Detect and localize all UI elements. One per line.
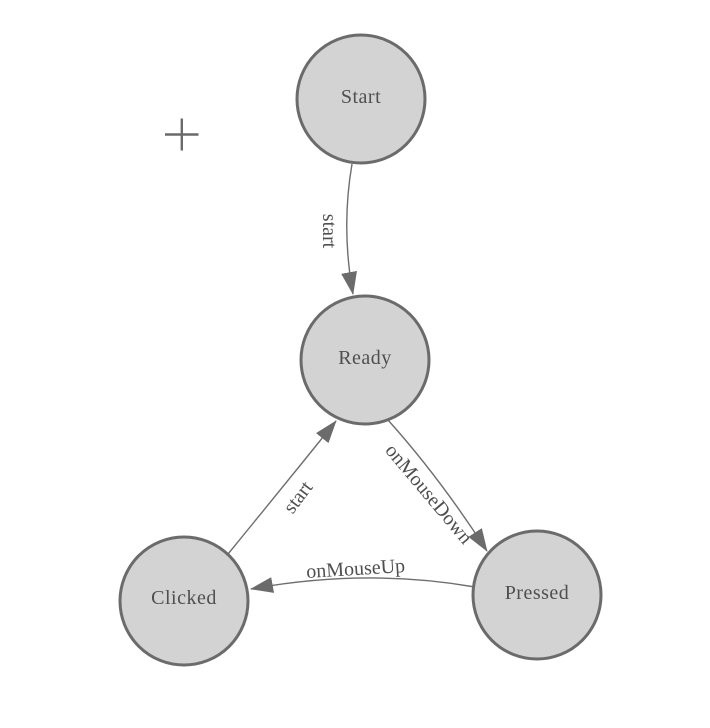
state-node-pressed[interactable]: Pressed [471,529,603,661]
edge-wire[interactable] [250,577,476,593]
edge-label-start: start [318,214,340,249]
state-circle [471,529,603,661]
transition-edge-ready-pressed[interactable]: onMouseDown [381,419,488,552]
edge-wire[interactable] [387,419,488,552]
state-node-clicked[interactable]: Clicked [118,535,250,667]
state-circle [118,535,250,667]
crosshair-plus-icon [165,118,199,151]
state-label: Clicked [151,587,217,609]
edge-label-onmousedown: onMouseDown [381,440,477,549]
state-label: Start [341,86,381,108]
transition-edge-clicked-ready[interactable]: start [227,420,337,555]
state-label: Ready [338,347,392,369]
state-circle [299,294,431,426]
state-node-start[interactable]: Start [295,33,427,165]
edge-wire[interactable] [341,163,357,295]
state-node-ready[interactable]: Ready [299,294,431,426]
state-label: Pressed [505,582,570,604]
edge-label-start2: start [279,477,318,518]
transition-edge-start-ready[interactable]: start [318,163,357,295]
state-circle [295,33,427,165]
transition-edge-pressed-clicked[interactable]: onMouseUp [250,555,476,593]
edge-wire[interactable] [227,420,337,555]
